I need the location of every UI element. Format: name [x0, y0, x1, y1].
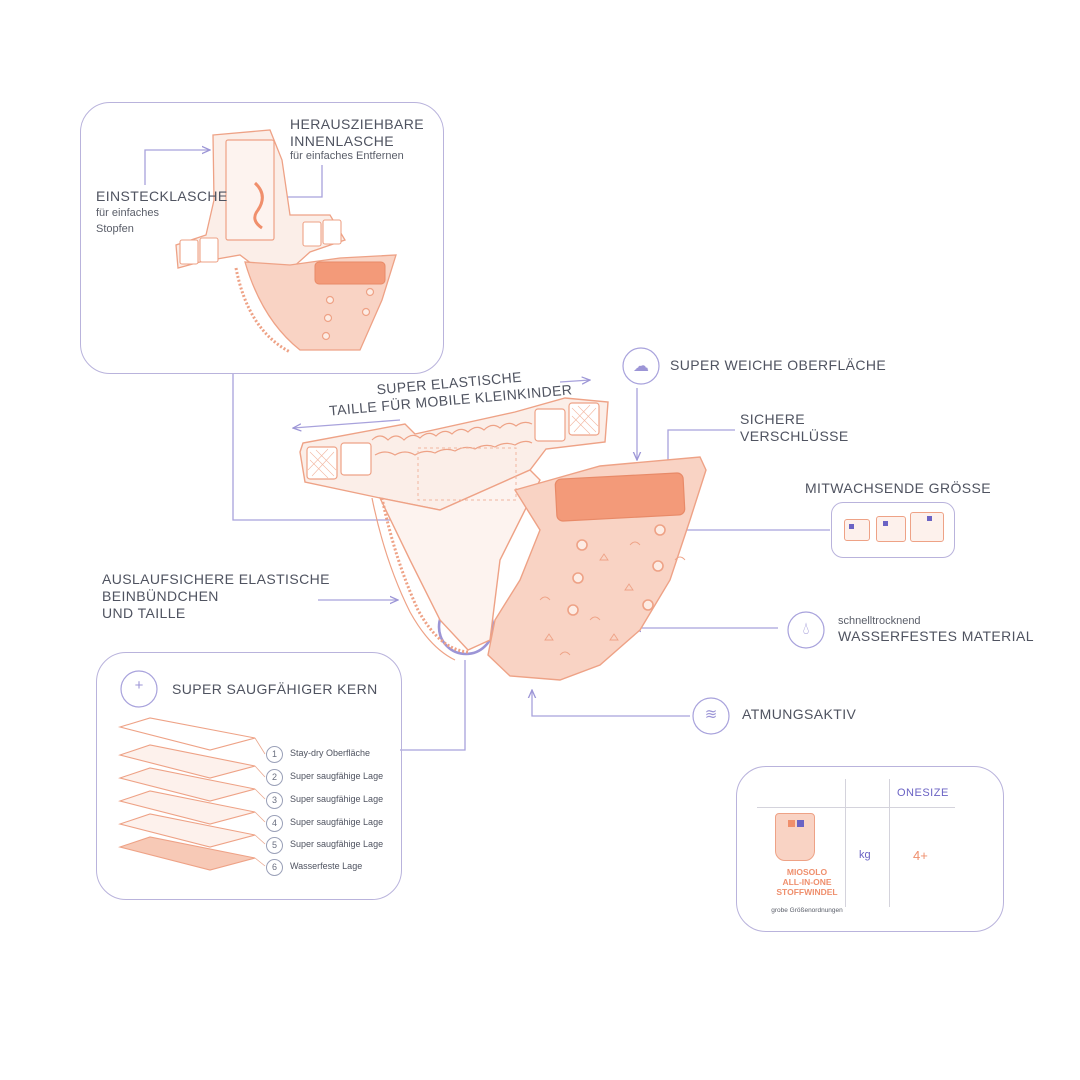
droplet-icon: 💧︎ — [802, 619, 810, 638]
absorbent-core-box — [96, 652, 402, 900]
layer-label: Super saugfähige Lage — [290, 839, 384, 849]
growing-size-box — [831, 502, 955, 558]
size-large-diaper — [910, 512, 944, 542]
size-small-diaper — [844, 519, 870, 541]
product-name: MIOSOLO ALL-IN-ONE STOFFWINDEL — [776, 867, 838, 897]
soft-surface-label: SUPER WEICHE OBERFLÄCHE — [670, 357, 887, 373]
layer-label: Stay-dry Oberfläche — [290, 748, 371, 758]
table-divider — [889, 779, 890, 907]
core-title: SUPER SAUGFÄHIGER KERN — [172, 681, 378, 697]
unit-label: kg — [859, 849, 871, 861]
table-divider — [845, 779, 846, 907]
layer-number: 4 — [266, 815, 283, 832]
layer-label: Super saugfähige Lage — [290, 771, 384, 781]
table-divider — [757, 807, 955, 808]
layer-number: 3 — [266, 792, 283, 809]
droplet-plus-icon: + — [134, 677, 144, 694]
layer-number: 2 — [266, 769, 283, 786]
insert-tab-subtitle: für einfaches Stopfen — [96, 207, 159, 235]
waterproof-label: WASSERFESTES MATERIAL — [838, 628, 1034, 644]
leak-proof-label: AUSLAUFSICHERE ELASTISCHE BEINBÜNDCHEN U… — [102, 571, 330, 621]
layer-label: Super saugfähige Lage — [290, 817, 384, 827]
product-diaper-image — [775, 813, 815, 861]
size-note: grobe Größenordnungen — [771, 907, 843, 914]
size-table-box: ONESIZE MIOSOLO ALL-IN-ONE STOFFWINDEL g… — [736, 766, 1004, 932]
waterproof-subtitle: schnelltrocknend — [838, 615, 921, 627]
cloud-icon: ☁ — [633, 358, 649, 375]
layer-number: 1 — [266, 746, 283, 763]
size-value: 4+ — [913, 848, 928, 863]
breathable-label: ATMUNGSAKTIV — [742, 706, 857, 722]
closures-label: SICHERE VERSCHLÜSSE — [740, 411, 849, 444]
layer-label: Wasserfeste Lage — [290, 861, 363, 871]
growing-size-label: MITWACHSENDE GRÖSSE — [805, 480, 991, 496]
layer-label: Super saugfähige Lage — [290, 794, 384, 804]
pull-tab-subtitle: für einfaches Entfernen — [290, 150, 404, 162]
size-medium-diaper — [876, 516, 906, 542]
insert-detail-box — [80, 102, 444, 374]
layer-number: 5 — [266, 837, 283, 854]
size-header: ONESIZE — [897, 787, 949, 799]
air-flow-icon: ≋ — [704, 706, 718, 723]
layer-number: 6 — [266, 859, 283, 876]
insert-tab-title: EINSTECKLASCHE — [96, 188, 228, 204]
pull-tab-title: HERAUSZIEHBARE INNENLASCHE — [290, 116, 424, 149]
